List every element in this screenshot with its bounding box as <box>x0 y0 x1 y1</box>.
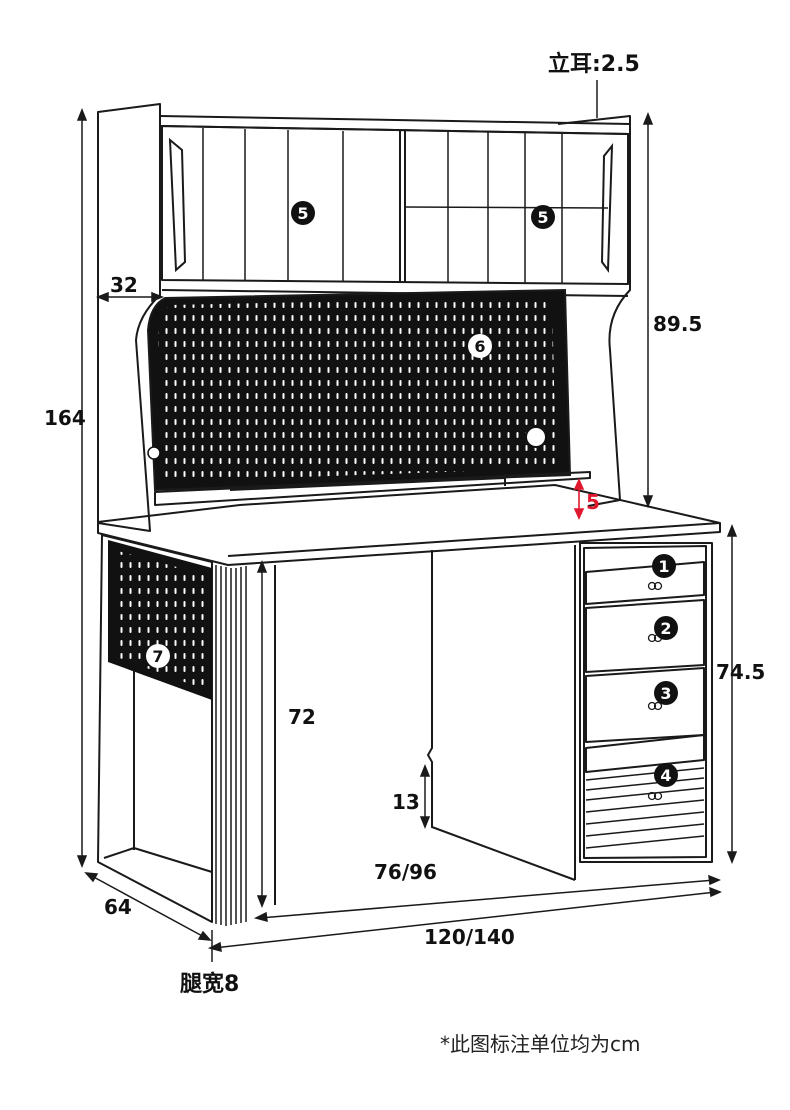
modesty-panel <box>426 550 576 881</box>
depth-label: 64 <box>104 895 132 919</box>
hutch-cabinet <box>161 125 629 285</box>
lip-height-label: 5 <box>586 490 600 514</box>
desk-height-label: 74.5 <box>716 660 766 684</box>
marker-6: 6 <box>468 334 492 358</box>
drawer-2 <box>585 599 705 673</box>
hutch-height-label: 89.5 <box>653 312 703 336</box>
total-width-label: 120/140 <box>424 925 515 949</box>
total-height-label: 164 <box>44 406 86 430</box>
svg-text:5: 5 <box>297 204 308 223</box>
right-door-handle <box>600 143 614 273</box>
ear-height-label: 立耳:2.5 <box>548 52 640 77</box>
shelf-lip <box>154 471 591 506</box>
inner-width-label: 76/96 <box>374 860 437 884</box>
marker-4: 4 <box>654 763 678 787</box>
marker-7: 7 <box>146 644 170 668</box>
marker-5-right: 5 <box>531 205 555 229</box>
footnote: *此图标注单位均为cm <box>440 1032 641 1056</box>
drawer-unit <box>579 542 713 863</box>
marker-5-left: 5 <box>291 201 315 225</box>
left-door-handle <box>168 137 187 273</box>
marker-1: 1 <box>652 554 676 578</box>
left-frame <box>97 534 213 923</box>
hutch-depth-label: 32 <box>110 273 138 297</box>
knee-height-label: 72 <box>288 705 316 729</box>
svg-text:2: 2 <box>660 619 671 638</box>
svg-text:6: 6 <box>474 337 485 356</box>
drawer-4 <box>585 734 705 773</box>
hutch-right-side <box>557 115 631 507</box>
beam-height-label: 13 <box>392 790 420 814</box>
leg-width-label: 腿宽8 <box>180 972 240 997</box>
svg-text:1: 1 <box>658 557 669 576</box>
svg-text:5: 5 <box>537 208 548 227</box>
svg-text:3: 3 <box>660 684 671 703</box>
svg-text:4: 4 <box>660 766 671 785</box>
hutch-left-side <box>97 103 161 532</box>
marker-3: 3 <box>654 681 678 705</box>
svg-text:7: 7 <box>152 647 163 666</box>
marker-2: 2 <box>654 616 678 640</box>
